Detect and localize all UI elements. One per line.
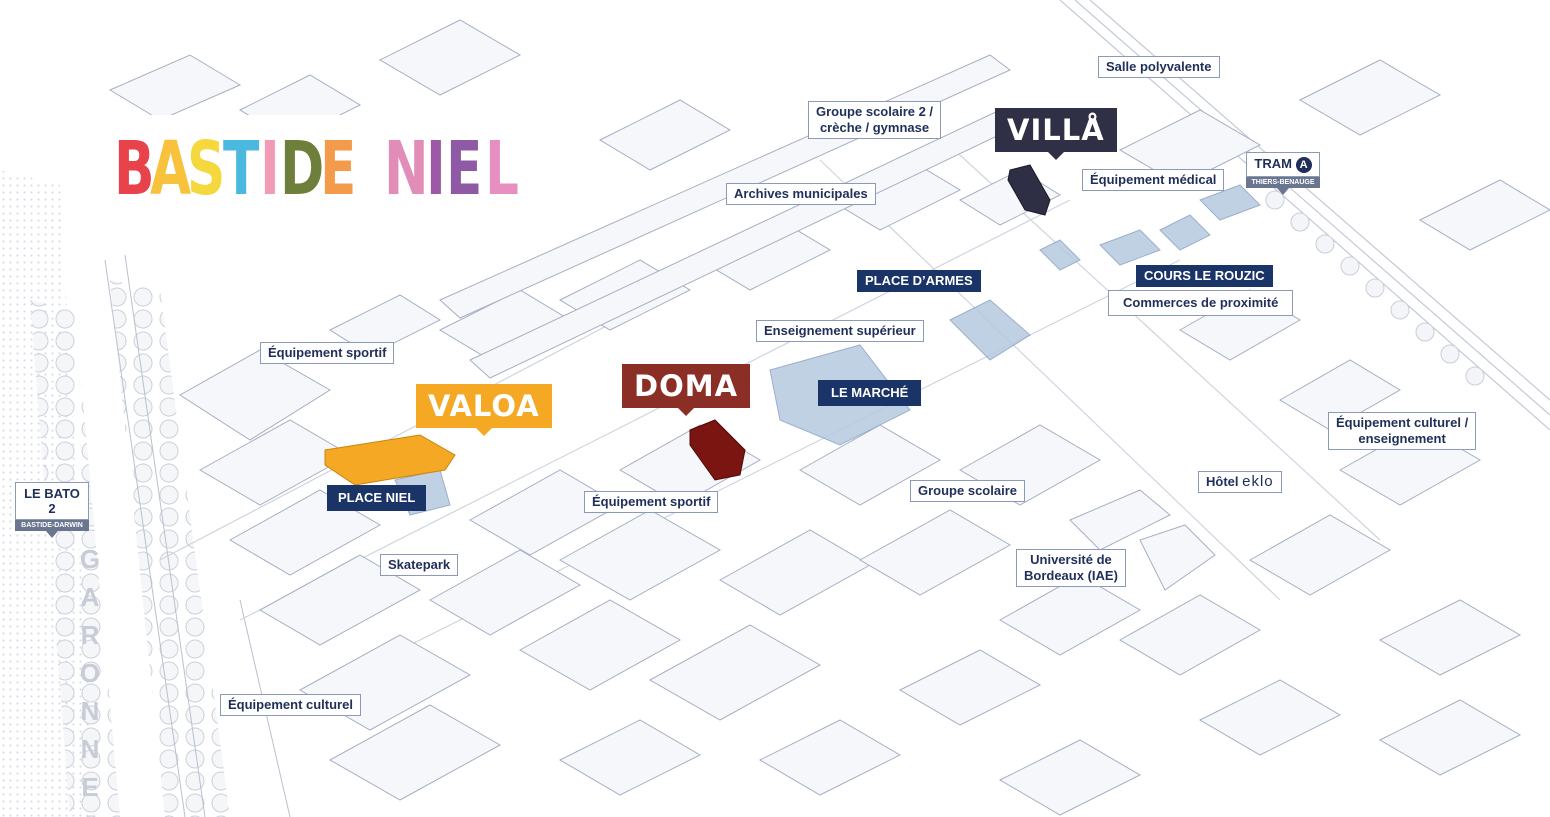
doma-building	[689, 419, 746, 481]
label-equipement-culturel-enseignement[interactable]: Équipement culturel / enseignement	[1328, 412, 1477, 450]
river-letter: O	[79, 658, 101, 688]
river-letter: A	[80, 582, 100, 612]
project-doma-label: DOMA	[634, 369, 739, 403]
label-universite[interactable]: Université de Bordeaux (IAE)	[1016, 549, 1126, 587]
bato-name: LE BATO 2	[15, 482, 89, 520]
label-line: enseignement	[1358, 431, 1446, 446]
project-doma[interactable]: DOMA	[622, 364, 751, 416]
label-line: Équipement culturel /	[1336, 415, 1469, 430]
river-letter: N	[80, 734, 100, 764]
tram-stop-name: THIERS-BENAUGE	[1246, 177, 1320, 188]
logo-letter-i: I	[260, 126, 280, 212]
project-valoa-label: VALOA	[428, 389, 540, 423]
label-equipement-sportif-2[interactable]: Équipement sportif	[584, 491, 719, 513]
logo-letter-n: N	[384, 126, 429, 212]
hotel-label: Hôtel	[1206, 474, 1239, 489]
label-enseignement-superieur[interactable]: Enseignement supérieur	[756, 320, 924, 342]
villa-building	[1007, 164, 1051, 216]
bastide-niel-logo: B A S T I D E N I E L	[80, 115, 555, 223]
logo-letter-e: E	[320, 126, 357, 212]
tram-trees	[1265, 190, 1485, 386]
tram-text: TRAM	[1254, 156, 1292, 171]
pointer	[678, 408, 695, 416]
label-line: crèche / gymnase	[819, 120, 930, 135]
label-cours-le-rouzic[interactable]: COURS LE ROUZIC	[1136, 265, 1273, 287]
label-le-marche[interactable]: LE MARCHÉ	[818, 380, 922, 406]
label-hotel-eklo[interactable]: Hôtel eklo	[1198, 471, 1282, 493]
logo-letter-b: B	[114, 126, 155, 212]
river-letter: N	[80, 696, 100, 726]
logo-letter-d: D	[280, 126, 325, 212]
project-valoa[interactable]: VALOA	[416, 384, 552, 436]
label-place-niel[interactable]: PLACE NIEL	[327, 485, 427, 511]
label-groupe-scolaire-2[interactable]: Groupe scolaire 2 / crèche / gymnase	[808, 101, 942, 139]
logo-letter-i2: I	[426, 126, 446, 212]
label-commerces[interactable]: Commerces de proximité	[1108, 290, 1294, 316]
label-skatepark[interactable]: Skatepark	[380, 554, 459, 576]
eklo-brand: eklo	[1242, 473, 1274, 490]
logo-letter-a: A	[150, 126, 192, 212]
river-letter: R	[80, 620, 100, 650]
label-line: Groupe scolaire 2 /	[816, 104, 934, 119]
river-letter: G	[79, 544, 101, 574]
tree-row-right	[110, 280, 230, 817]
pointer	[1047, 152, 1064, 160]
pointer	[475, 428, 492, 436]
project-villa-label: VILLÅ	[1007, 113, 1105, 147]
public-spaces	[394, 184, 1261, 516]
pointer	[46, 531, 58, 538]
logo-letter-l: L	[485, 126, 519, 212]
bato-stop-name: BASTIDE-DARWIN	[15, 520, 89, 531]
river-letter: E	[81, 772, 99, 802]
project-villa[interactable]: VILLÅ	[995, 108, 1117, 160]
logo-letter-t: T	[223, 126, 260, 212]
tram-line-badge: A	[1295, 157, 1312, 173]
label-salle-polyvalente[interactable]: Salle polyvalente	[1098, 56, 1220, 78]
label-equipement-medical[interactable]: Équipement médical	[1082, 169, 1225, 191]
pointer	[1277, 188, 1289, 195]
tram-station[interactable]: TRAM A THIERS-BENAUGE	[1246, 152, 1320, 195]
label-equipement-sportif-1[interactable]: Équipement sportif	[260, 342, 395, 364]
tram-name: TRAM A	[1246, 152, 1320, 177]
valoa-building	[324, 434, 456, 486]
label-groupe-scolaire[interactable]: Groupe scolaire	[910, 480, 1025, 502]
label-equipement-culturel[interactable]: Équipement culturel	[220, 694, 361, 716]
logo-letter-s: S	[187, 126, 226, 212]
label-archives-municipales[interactable]: Archives municipales	[726, 183, 876, 205]
logo-letter-e2: E	[446, 126, 483, 212]
tree-row-left	[30, 300, 120, 817]
label-place-armes[interactable]: PLACE D’ARMES	[857, 270, 981, 292]
label-line: Bordeaux (IAE)	[1024, 568, 1118, 583]
bato-station[interactable]: LE BATO 2 BASTIDE-DARWIN	[15, 482, 89, 538]
label-line: Université de	[1030, 552, 1112, 567]
